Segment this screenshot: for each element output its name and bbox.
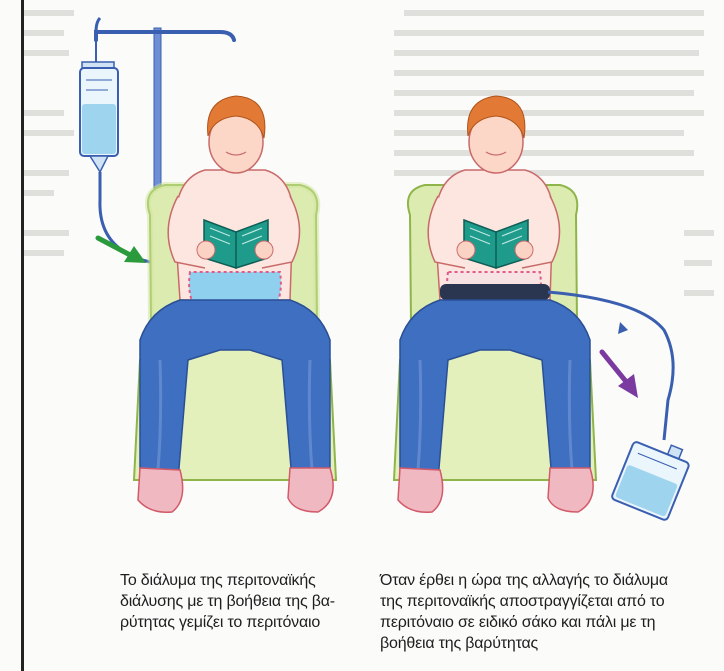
shoe-left-a <box>138 468 183 512</box>
caption-drain-line: βοήθεια της βαρύτητας <box>380 633 720 654</box>
caption-fill-line: Το διάλυμα της περιτοναϊκής <box>120 570 340 591</box>
shoe-left-b <box>288 468 333 512</box>
caption-fill-line: ρύτητας γεμίζει το περιτόναιο <box>120 612 340 633</box>
caption-drain: Όταν έρθει η ώρα της αλλαγής το διάλυμα … <box>380 570 720 654</box>
drain-scene <box>394 96 694 521</box>
caption-fill-line: διάλυσης με τη βοήθεια της βα- <box>120 591 340 612</box>
caption-drain-line: της περιτοναϊκής αποστραγγίζεται από το <box>380 591 720 612</box>
drain-arrow-icon <box>602 352 638 398</box>
drainage-bag <box>611 432 694 521</box>
caption-drain-line: περιτόναιο σε ειδικό σάκο και πάλι με τη <box>380 612 720 633</box>
shoe-right-b <box>548 468 593 512</box>
caption-fill: Το διάλυμα της περιτοναϊκής διάλυσης με … <box>120 570 340 633</box>
caption-drain-line: Όταν έρθει η ώρα της αλλαγής το διάλυμα <box>380 570 720 591</box>
dialysis-illustration <box>0 0 724 560</box>
shoe-right-a <box>398 468 443 512</box>
fill-scene <box>80 18 336 512</box>
solution-bag <box>80 62 118 172</box>
fill-arrow-icon <box>98 238 146 263</box>
